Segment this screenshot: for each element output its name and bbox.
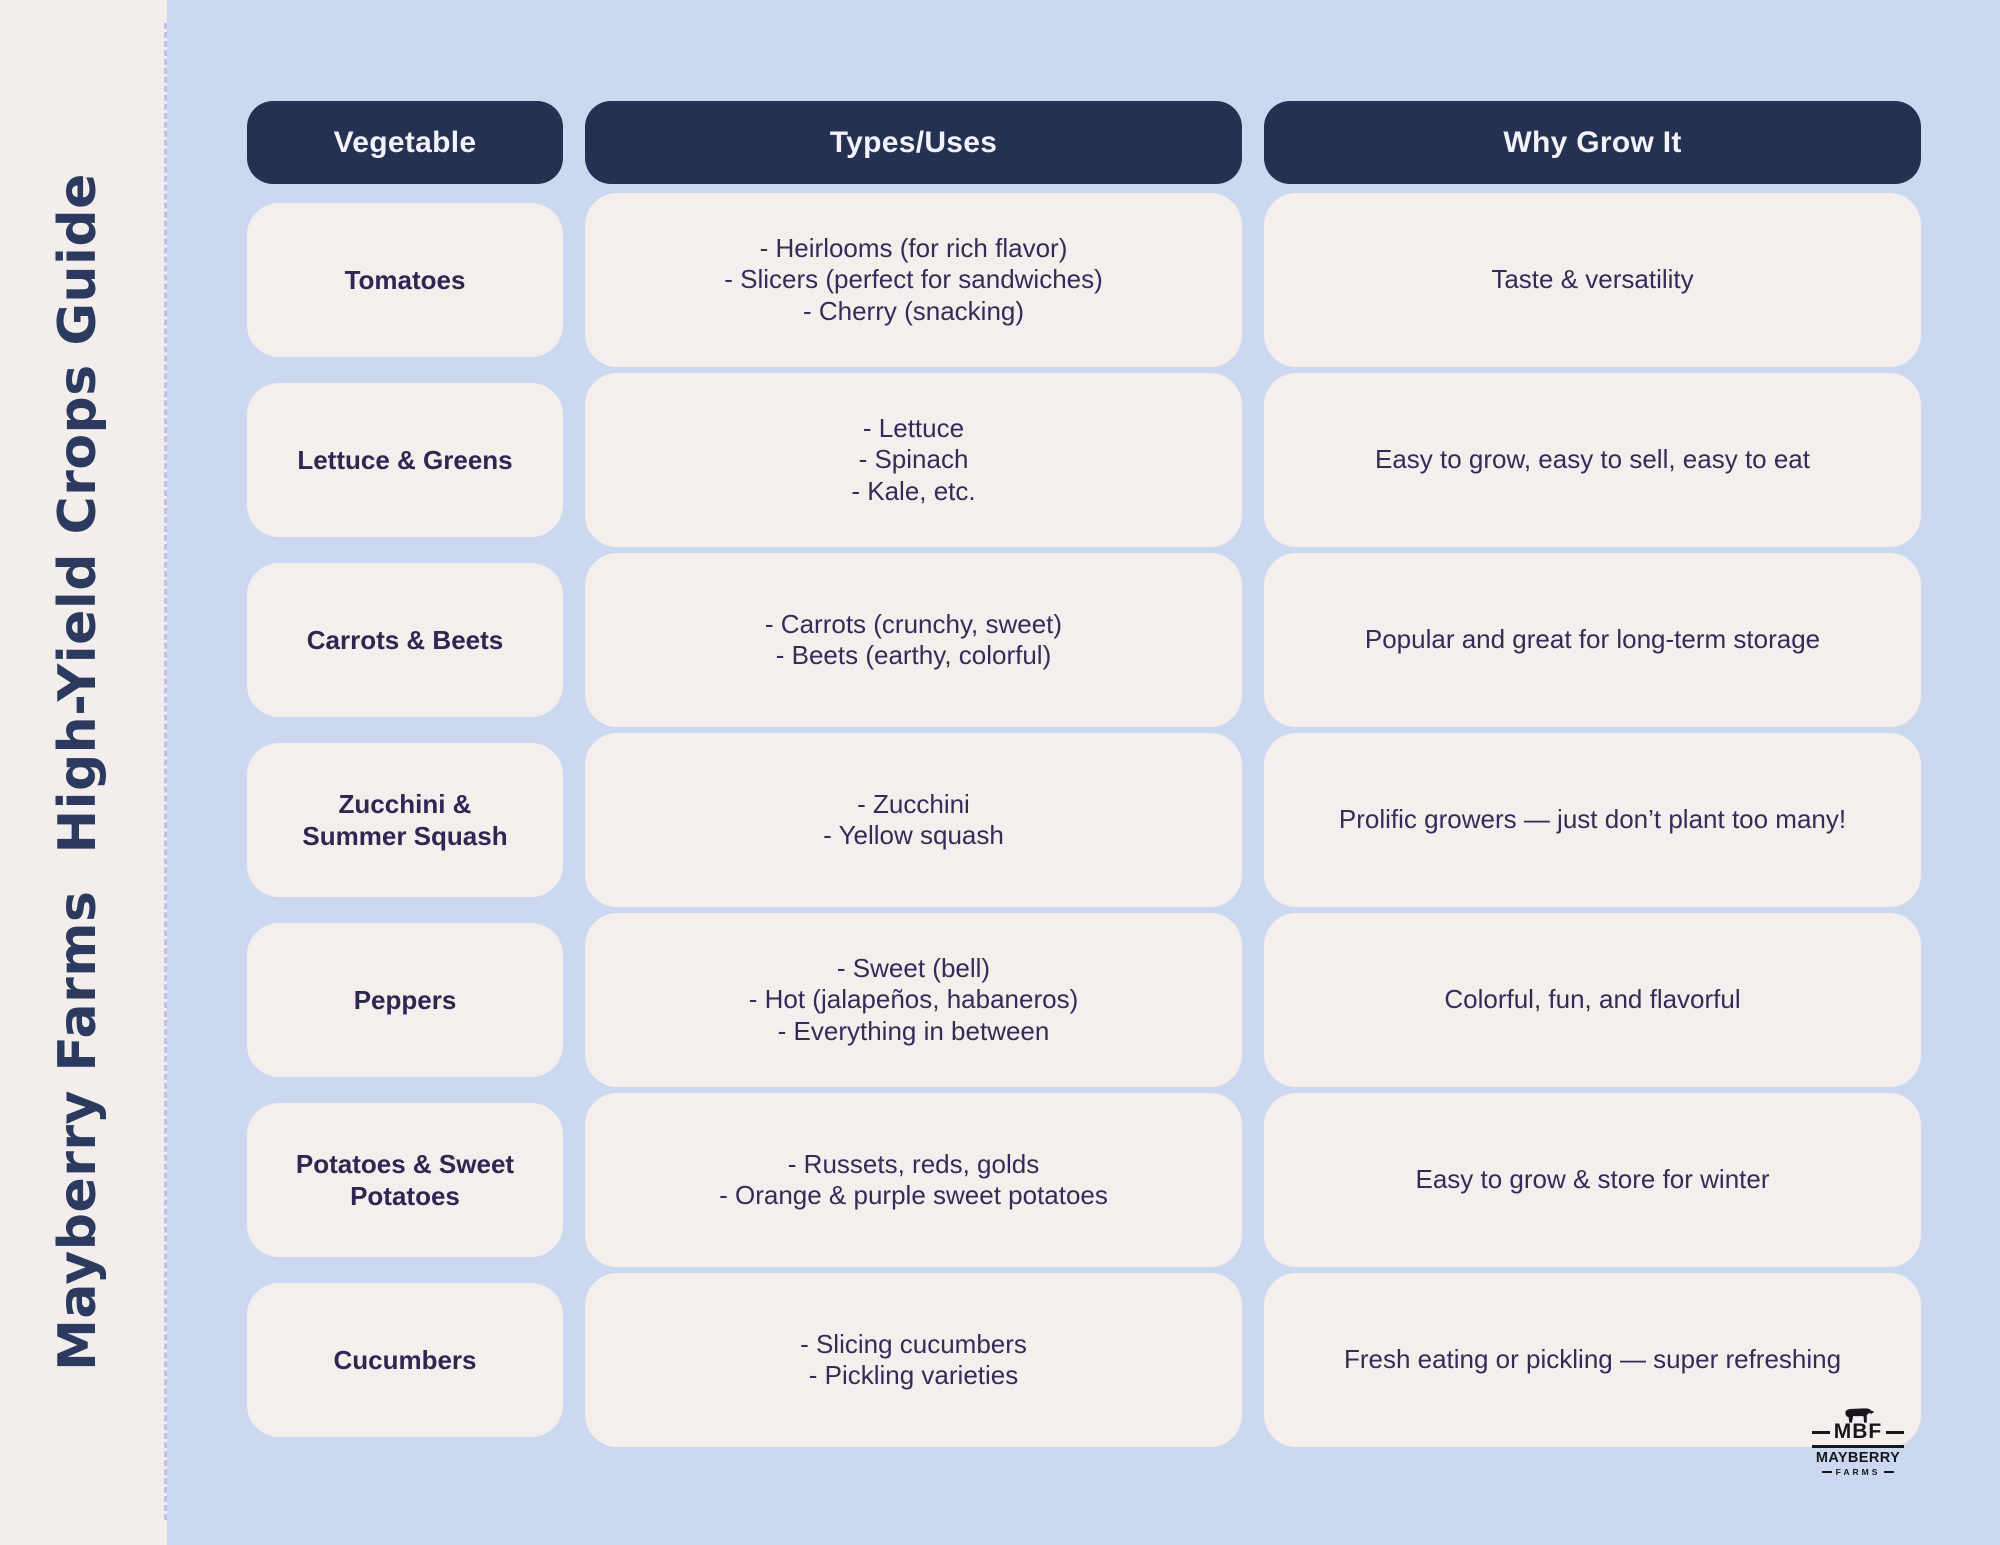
column-header-types-uses: Types/Uses xyxy=(585,101,1242,184)
types-list: - Lettuce - Spinach - Kale, etc. xyxy=(851,413,976,506)
page-title: Mayberry Farms High-Yield Crops Guide xyxy=(48,173,108,1371)
brand-logo: MBF MAYBERRY FARMS xyxy=(1812,1406,1904,1477)
vegetable-cell: Peppers xyxy=(247,923,563,1077)
why-text: Popular and great for long-term storage xyxy=(1364,624,1821,655)
logo-name: MAYBERRY xyxy=(1815,1450,1901,1467)
logo-subname: FARMS xyxy=(1835,1467,1881,1478)
logo-dash-right xyxy=(1884,1471,1894,1474)
crops-table: Vegetable Types/Uses Why Grow It Tomatoe… xyxy=(247,101,1921,1450)
vegetable-cell: Tomatoes xyxy=(247,203,563,357)
types-cell: - Lettuce - Spinach - Kale, etc. xyxy=(585,373,1242,547)
logo-dash-left xyxy=(1822,1471,1832,1474)
types-list: - Sweet (bell) - Hot (jalapeños, habaner… xyxy=(748,953,1079,1046)
logo-subname-row: FARMS xyxy=(1822,1467,1894,1477)
vegetable-cell: Lettuce & Greens xyxy=(247,383,563,537)
vegetable-cell: Potatoes & Sweet Potatoes xyxy=(247,1103,563,1257)
sidebar: Mayberry Farms High-Yield Crops Guide xyxy=(0,0,167,1545)
types-cell: - Sweet (bell) - Hot (jalapeños, habaner… xyxy=(585,913,1242,1087)
logo-rule xyxy=(1812,1445,1904,1449)
vegetable-cell: Carrots & Beets xyxy=(247,563,563,717)
why-cell: Easy to grow, easy to sell, easy to eat xyxy=(1264,373,1921,547)
why-text: Colorful, fun, and flavorful xyxy=(1444,984,1741,1015)
vegetable-name: Potatoes & Sweet Potatoes xyxy=(295,1148,515,1212)
why-text: Fresh eating or pickling — super refresh… xyxy=(1343,1344,1842,1375)
column-header-vegetable: Vegetable xyxy=(247,101,563,184)
types-cell: - Russets, reds, golds - Orange & purple… xyxy=(585,1093,1242,1267)
types-list: - Slicing cucumbers - Pickling varieties xyxy=(800,1328,1027,1390)
types-list: - Zucchini - Yellow squash xyxy=(823,788,1004,850)
why-text: Prolific growers — just don’t plant too … xyxy=(1338,804,1847,835)
why-text: Easy to grow & store for winter xyxy=(1415,1164,1770,1195)
types-cell: - Carrots (crunchy, sweet) - Beets (eart… xyxy=(585,553,1242,727)
types-cell: - Zucchini - Yellow squash xyxy=(585,733,1242,907)
why-cell: Colorful, fun, and flavorful xyxy=(1264,913,1921,1087)
why-cell: Taste & versatility xyxy=(1264,193,1921,367)
types-cell: - Heirlooms (for rich flavor) - Slicers … xyxy=(585,193,1242,367)
why-cell: Easy to grow & store for winter xyxy=(1264,1093,1921,1267)
cow-icon xyxy=(1845,1408,1875,1423)
logo-line-right xyxy=(1886,1430,1904,1434)
dashed-divider xyxy=(164,23,167,1520)
vegetable-name: Zucchini & Summer Squash xyxy=(302,788,508,852)
vegetable-name: Tomatoes xyxy=(344,264,466,295)
types-cell: - Slicing cucumbers - Pickling varieties xyxy=(585,1273,1242,1447)
why-cell: Fresh eating or pickling — super refresh… xyxy=(1264,1273,1921,1447)
types-list: - Russets, reds, golds - Orange & purple… xyxy=(719,1148,1108,1210)
logo-monogram: MBF xyxy=(1833,1420,1883,1443)
types-list: - Heirlooms (for rich flavor) - Slicers … xyxy=(724,233,1103,326)
types-list: - Carrots (crunchy, sweet) - Beets (eart… xyxy=(764,608,1063,670)
vegetable-cell: Zucchini & Summer Squash xyxy=(247,743,563,897)
logo-monogram-row: MBF xyxy=(1812,1420,1904,1443)
vegetable-name: Cucumbers xyxy=(333,1344,477,1375)
logo-line-left xyxy=(1812,1430,1830,1434)
why-cell: Popular and great for long-term storage xyxy=(1264,553,1921,727)
why-text: Easy to grow, easy to sell, easy to eat xyxy=(1374,444,1810,475)
vegetable-name: Carrots & Beets xyxy=(306,624,504,655)
vegetable-name: Peppers xyxy=(353,984,457,1015)
why-cell: Prolific growers — just don’t plant too … xyxy=(1264,733,1921,907)
column-header-why-grow-it: Why Grow It xyxy=(1264,101,1921,184)
why-text: Taste & versatility xyxy=(1491,264,1694,295)
vegetable-cell: Cucumbers xyxy=(247,1283,563,1437)
vegetable-name: Lettuce & Greens xyxy=(297,444,513,475)
